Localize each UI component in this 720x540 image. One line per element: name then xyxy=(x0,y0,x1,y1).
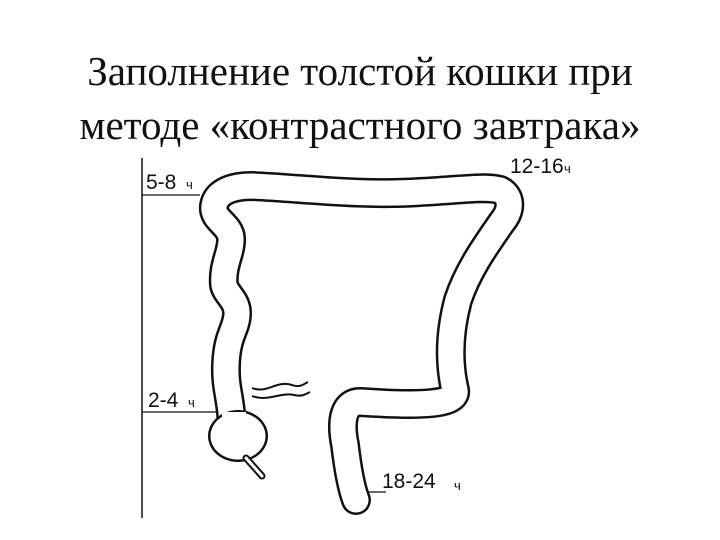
title-line-2: методе «контрастного завтрака» xyxy=(79,102,641,148)
cecum-bulb xyxy=(208,410,268,462)
terminal-ileum xyxy=(251,381,311,399)
label-12-16-value: 12-16 xyxy=(510,155,564,178)
slide-title: Заполнение толстой кошки при методе «кон… xyxy=(0,44,720,152)
label-5-8-value: 5-8 xyxy=(146,171,176,194)
appendix xyxy=(242,454,266,480)
label-18-24: 18-24 ч xyxy=(382,470,461,493)
label-5-8: 5-8 ч xyxy=(146,171,193,194)
label-12-16-unit: ч xyxy=(564,161,571,176)
label-2-4: 2-4 ч xyxy=(148,389,195,412)
label-18-24-unit: ч xyxy=(454,478,461,493)
label-18-24-value: 18-24 xyxy=(382,470,436,493)
label-5-8-unit: ч xyxy=(186,177,193,192)
label-2-4-unit: ч xyxy=(188,395,195,410)
colon-outline xyxy=(198,171,525,515)
label-2-4-value: 2-4 xyxy=(148,389,179,412)
title-line-1: Заполнение толстой кошки при xyxy=(87,48,633,94)
label-12-16: 12-16 ч xyxy=(510,155,571,178)
